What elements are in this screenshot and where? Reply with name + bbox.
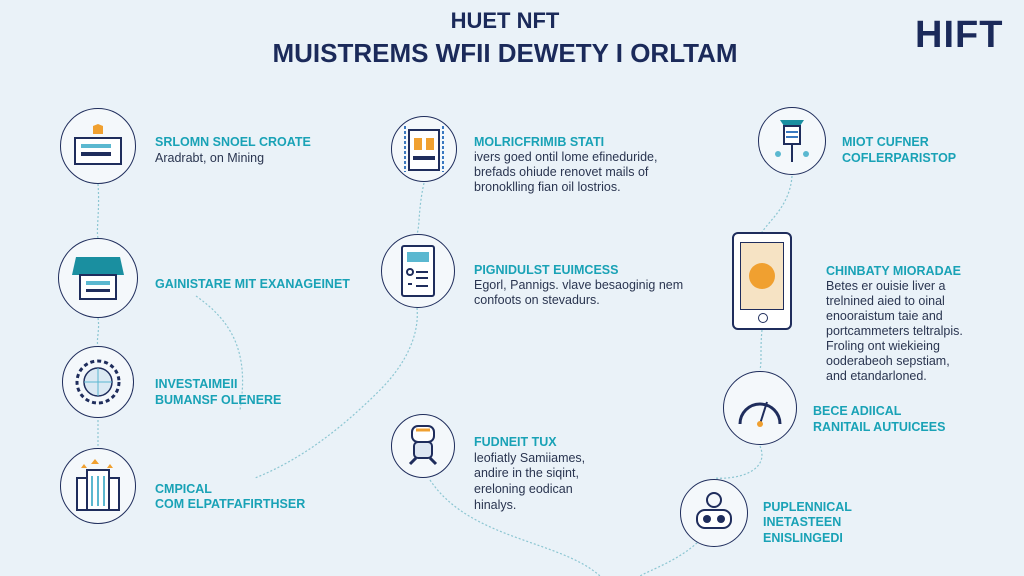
middle-item-1-title: MOLRICFRIMIB STATI xyxy=(474,135,605,149)
right-item-4-title-1: PUPLENNICAL xyxy=(763,500,852,514)
left-item-3-title-2: BUMANSF OLENERE xyxy=(155,393,282,407)
left-item-1-body: Aradrabt, on Mining xyxy=(155,151,265,165)
left-item-4-title-1: CMPICAL xyxy=(155,482,212,496)
gear-globe-icon xyxy=(62,346,134,418)
document-icon xyxy=(381,234,455,308)
right-item-3-title-2: RANITAIL AUTUICEES xyxy=(813,420,946,434)
robot-icon xyxy=(391,414,455,478)
left-item-1-title: SRLOMN SNOEL CROATE xyxy=(155,135,311,149)
middle-item-3-body-2: andire in the siqint, xyxy=(474,466,579,480)
face-icon xyxy=(680,479,748,547)
middle-item-3-body-3: ereloning eodican xyxy=(474,482,573,496)
left-item-2-title: GAINISTARE MIT EXANAGEINET xyxy=(155,277,350,291)
middle-item-3-body-4: hinalys. xyxy=(474,498,517,512)
page-subtitle: HUET NFT xyxy=(450,8,560,33)
right-item-2-title: CHINBATY MIORADAE xyxy=(826,264,961,278)
right-item-4-title-2: INETASTEEN xyxy=(763,515,842,529)
middle-item-1-body-2: brefads ohiude renovet mails of xyxy=(474,165,649,179)
right-item-2-body-1: Betes er ouisie liver a xyxy=(826,279,946,293)
server-icon xyxy=(60,108,136,184)
right-item-1-title-1: MIOT CUFNER xyxy=(842,135,929,149)
middle-item-1-body-3: bronoklling fian oil lostrios. xyxy=(474,180,621,194)
middle-item-3-title: FUDNEIT TUX xyxy=(474,435,557,449)
right-item-2-body-4: portcammeters teltralpis. xyxy=(826,324,963,338)
middle-item-2-title: PIGNIDULST EUIMCESS xyxy=(474,263,619,277)
right-item-2-body-7: and etandarloned. xyxy=(826,369,927,383)
left-item-3-title-1: INVESTAIMEII xyxy=(155,377,238,391)
right-item-4-title-3: ENISLINGEDI xyxy=(763,531,843,545)
hardware-icon xyxy=(58,238,138,318)
right-item-2-body-5: Froling ont wiekieing xyxy=(826,339,940,353)
gauge-icon xyxy=(723,371,797,445)
building-icon xyxy=(391,116,457,182)
right-item-2-body-3: enooraistum taie and xyxy=(826,309,943,323)
tablet-icon xyxy=(732,232,792,330)
buildings-icon xyxy=(60,448,136,524)
middle-item-1-body-1: ivers goed ontil lome efineduride, xyxy=(474,150,658,164)
right-item-2-body-2: trelnined aied to oinal xyxy=(826,294,945,308)
left-item-4-title-2: COM ELPATFAFIRTHSER xyxy=(155,497,306,511)
right-item-1-title-2: COFLERPARISTOP xyxy=(842,151,957,165)
right-item-2-body-6: ooderabeoh sepstiam, xyxy=(826,354,950,368)
middle-item-2-body-2: confoots on stevadurs. xyxy=(474,293,600,307)
middle-item-2-body-1: Egorl, Pannigs. vlave besaoginig nem xyxy=(474,278,684,292)
page-title: MUISTREMS WFII DEWETY I ORLTAM xyxy=(272,38,738,68)
right-item-3-title-1: BECE ADIICAL xyxy=(813,404,902,418)
middle-item-3-body-1: leofiatly Samiiames, xyxy=(474,451,586,465)
lightbulb-icon xyxy=(758,107,826,175)
brand-logo: HIFT xyxy=(915,14,1004,56)
